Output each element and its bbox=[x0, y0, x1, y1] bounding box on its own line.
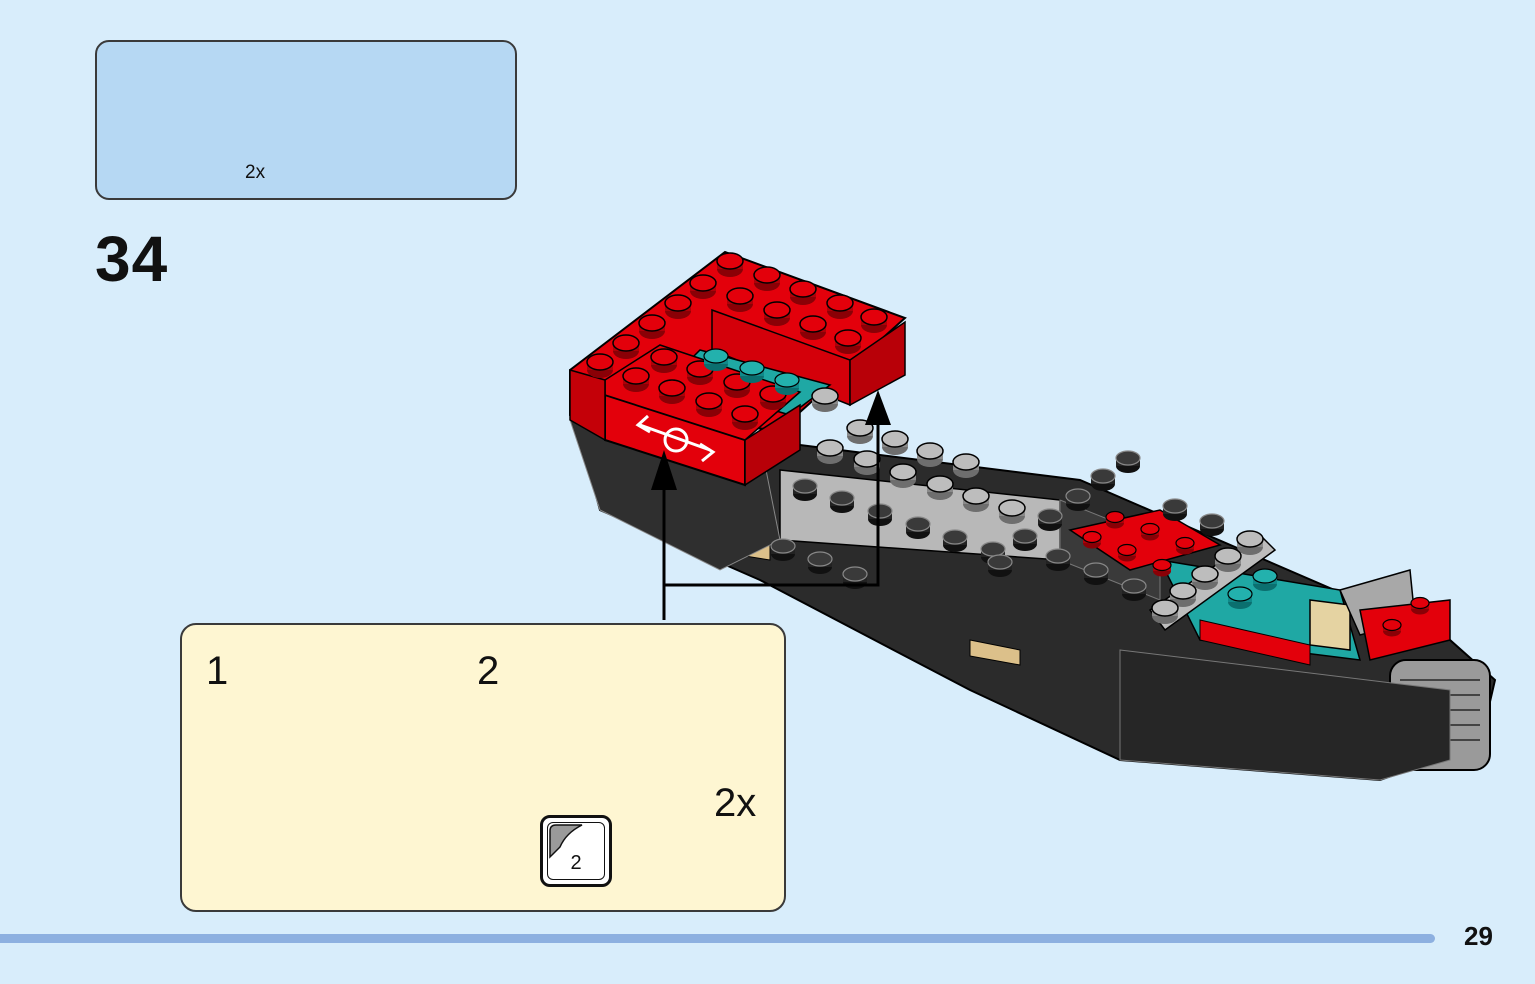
page-number: 29 bbox=[1464, 921, 1493, 951]
sticker-number: 2 bbox=[570, 852, 582, 874]
step-number: 34 bbox=[95, 223, 169, 295]
sticker-icon: 2 bbox=[547, 822, 605, 880]
parts-quantity: 2x bbox=[245, 162, 266, 183]
parts-callout: 2x bbox=[95, 40, 517, 200]
sub-step-2-number: 2 bbox=[477, 649, 500, 693]
vehicle-model bbox=[569, 250, 1497, 782]
sub-step-1-number: 1 bbox=[206, 649, 229, 693]
sticker-reference: 2 bbox=[540, 815, 612, 887]
sub-assembly-callout: 1 2 2x bbox=[180, 623, 786, 912]
sub-assembly-quantity: 2x bbox=[714, 781, 757, 825]
page-progress-bar bbox=[0, 934, 1435, 943]
